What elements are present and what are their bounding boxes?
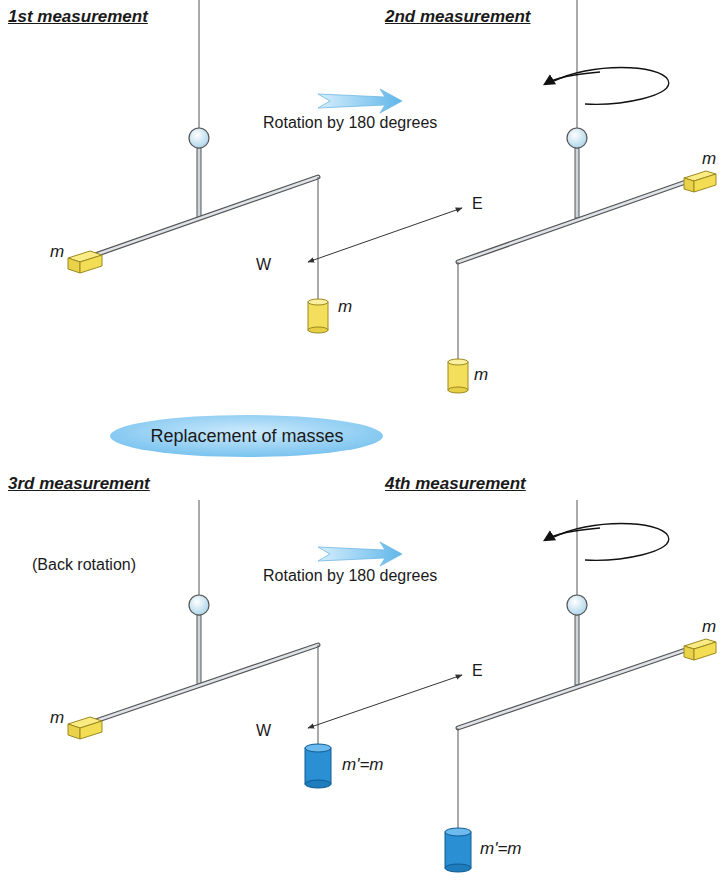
- balance-2: [448, 0, 716, 393]
- direction-label: E: [472, 195, 483, 213]
- rotation-chevron: [318, 542, 402, 566]
- balance-1: [68, 0, 462, 333]
- mass-label: m: [50, 243, 64, 262]
- panel-title: 2nd measurement: [385, 8, 531, 27]
- mass-label: m: [338, 298, 352, 317]
- balance-4: [445, 500, 716, 872]
- mass-label: m: [50, 709, 64, 728]
- rotation-note: Rotation by 180 degrees: [263, 114, 437, 132]
- mass-label: m: [702, 150, 716, 169]
- ellipse-shape: [110, 415, 383, 457]
- panel-title: 3rd measurement: [8, 475, 150, 494]
- node-text: Replacement of masses: [150, 426, 343, 447]
- mass-label: m'=m: [480, 840, 522, 859]
- process-ellipse: Replacement of masses: [109, 414, 384, 458]
- mass-label: m: [474, 366, 488, 385]
- mass-label: m'=m: [342, 756, 384, 775]
- mass-label: m: [702, 618, 716, 637]
- balance-3: [68, 500, 462, 788]
- direction-label: W: [256, 256, 271, 274]
- rotation-note: (Back rotation): [32, 556, 136, 574]
- panel-title: 4th measurement: [385, 475, 526, 494]
- rotation-note: Rotation by 180 degrees: [263, 567, 437, 585]
- rotation-chevron: [318, 89, 402, 113]
- direction-label: E: [472, 662, 483, 680]
- panel-title: 1st measurement: [8, 8, 148, 27]
- direction-label: W: [256, 722, 271, 740]
